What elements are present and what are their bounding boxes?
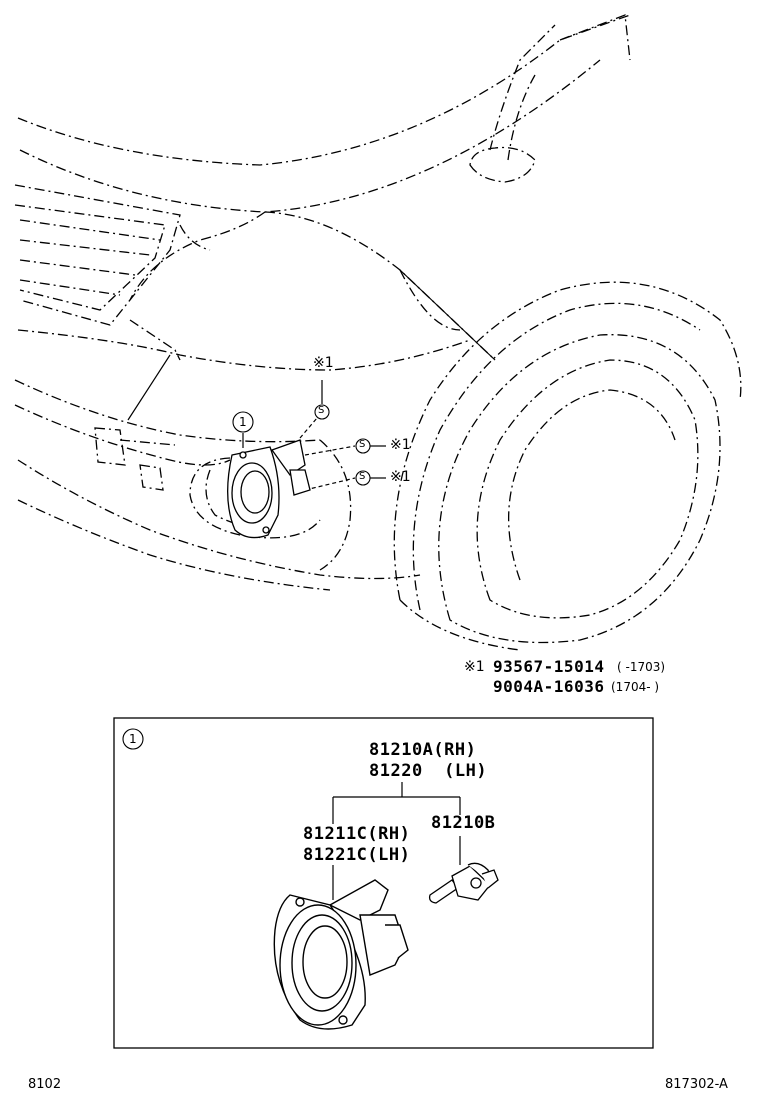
note-part-range-2: (1704- ) [611,680,660,694]
bolt-mark-middle: S [359,439,366,450]
unit-lh: 81221C(LH) [303,845,411,865]
footer-left-code: 8102 [28,1077,62,1092]
note-mark: ※1 [464,659,485,675]
vehicle-body-outline [14,14,742,651]
note-part-number-2: 9004A-16036 [493,677,605,696]
detail-frame [113,717,654,1049]
lamp-assy-rh: 81210A(RH) [369,740,477,760]
note-mark-top: ※1 [313,355,334,371]
leader-lines [127,269,496,491]
footer-right-code: 817302-A [665,1077,728,1092]
bolt-mark-top: S [318,405,325,416]
detail-callout-number: 1 [129,732,137,746]
callout-number: 1 [239,415,247,429]
fog-lamp-unit-detail [273,879,409,1030]
note-part-range-1: ( -1703) [617,660,666,674]
unit-rh: 81211C(RH) [303,824,411,844]
bolt-mark-bottom: S [359,471,366,482]
fog-lamp-overview [227,439,311,539]
detail-callout-circle [122,728,144,750]
note-mark-middle: ※1 [390,437,411,453]
bulb-81210b [428,862,499,904]
note-part-number-1: 93567-15014 [493,657,605,676]
lamp-assy-lh: 81220 (LH) [369,761,488,781]
callout-circles [232,404,371,486]
detail-leader-lines [332,782,461,900]
bulb-part-number: 81210B [431,813,496,833]
note-mark-bottom: ※1 [390,469,411,485]
